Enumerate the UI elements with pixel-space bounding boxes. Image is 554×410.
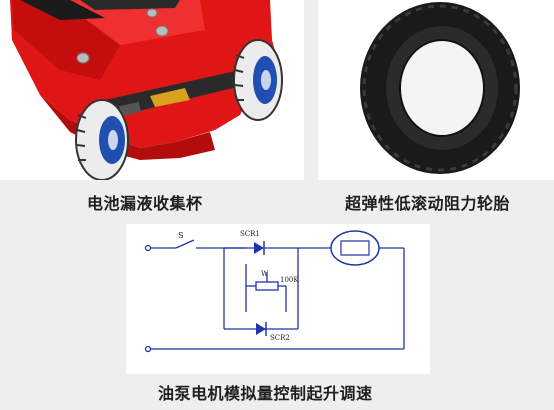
caption-low-rolling-tire: 超弹性低滚动阻力轮胎 [345, 194, 511, 213]
wheel-right-icon [233, 39, 283, 121]
wheel-left-icon [75, 99, 129, 181]
circuit-diagram: S SCR1 W 100K SCR2 [126, 224, 430, 374]
tire-icon [360, 2, 520, 174]
chassis-drawing [0, 0, 304, 181]
pot-label: W [261, 270, 269, 278]
scr2-symbol [256, 322, 267, 336]
caption-pump-motor-control: 油泵电机模拟量控制起升调速 [158, 384, 373, 403]
scr2-label: SCR2 [270, 334, 290, 342]
motor-icon [330, 230, 380, 266]
scr1-symbol [254, 241, 265, 255]
tire-illustration [318, 0, 554, 180]
scr1-label: SCR1 [240, 230, 260, 238]
switch-label: S [178, 231, 183, 240]
resistor-label: 100K [280, 276, 299, 284]
forklift-chassis-illustration [0, 0, 304, 181]
caption-battery-drip-cup: 电池漏液收集杯 [87, 194, 203, 213]
tire-drawing [318, 0, 554, 180]
circuit-drawing: S SCR1 W 100K SCR2 [126, 224, 430, 374]
